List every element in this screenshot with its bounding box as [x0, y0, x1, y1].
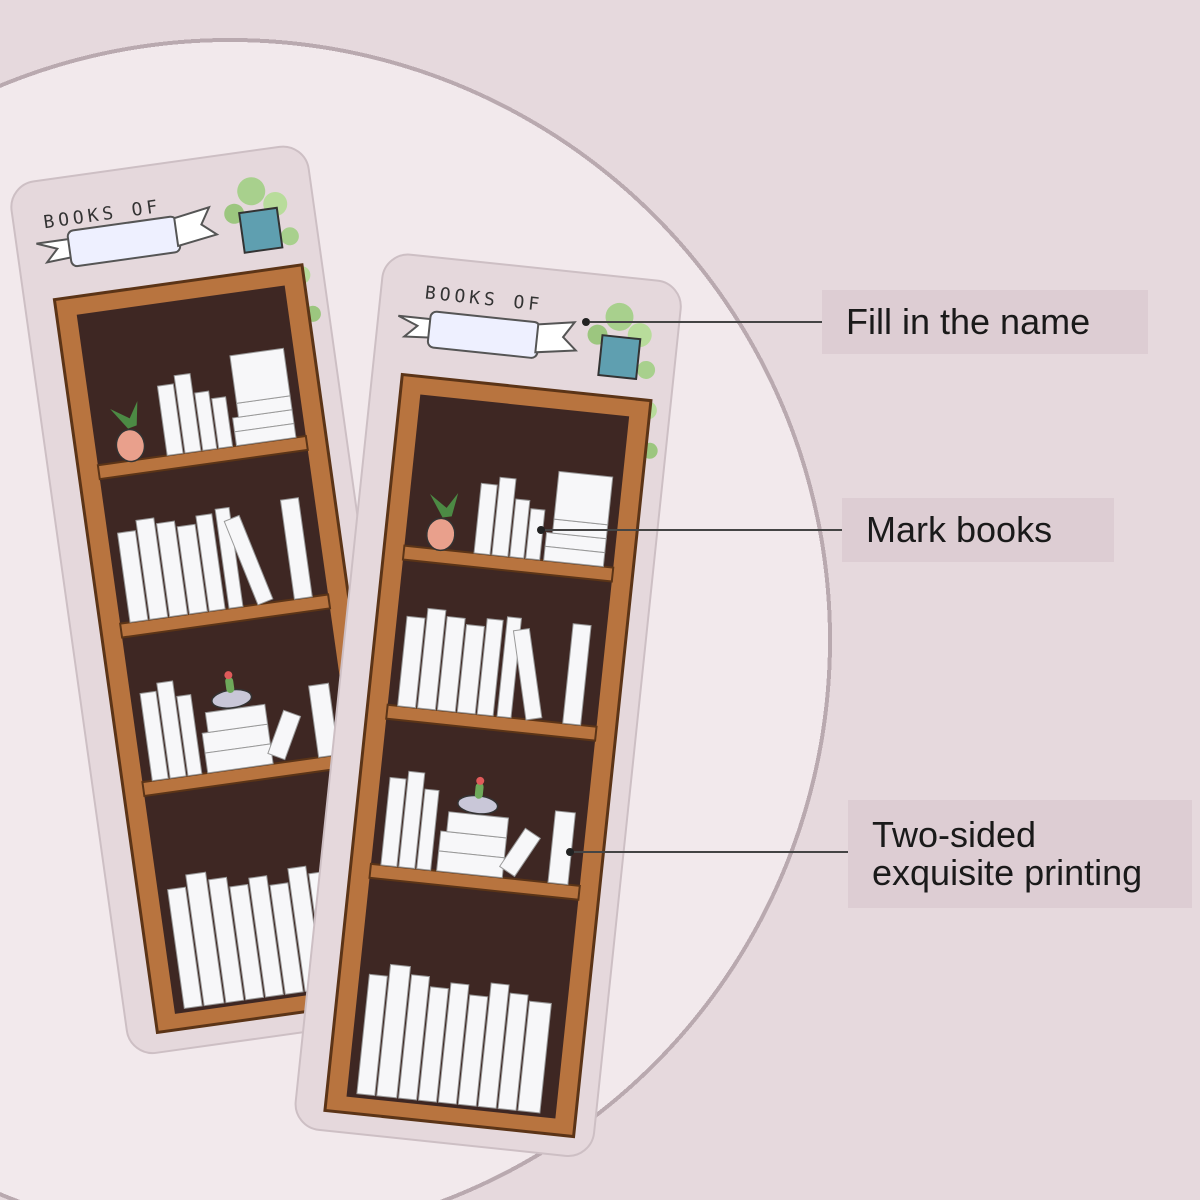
callout-mark-books: Mark books [842, 498, 1114, 562]
callout-two-sided: Two-sided exquisite printing [848, 800, 1192, 908]
front-bookmark: BOOKS OF [291, 250, 685, 1161]
callout-mark-books-label: Mark books [866, 509, 1053, 550]
callout-fill-name-label: Fill in the name [846, 301, 1091, 342]
callout-line-name [590, 321, 822, 323]
callout-fill-name: Fill in the name [822, 290, 1148, 354]
callout-dot-name [582, 318, 590, 326]
callout-dot-mark [537, 526, 545, 534]
callout-two-sided-line1: Two-sided [872, 814, 1037, 855]
callout-line-printing [574, 851, 848, 853]
callout-two-sided-line2: exquisite printing [872, 852, 1143, 893]
back-bookmark: BOOKS OF [6, 141, 430, 1058]
callout-dot-printing [566, 848, 574, 856]
callout-line-mark [545, 529, 842, 531]
